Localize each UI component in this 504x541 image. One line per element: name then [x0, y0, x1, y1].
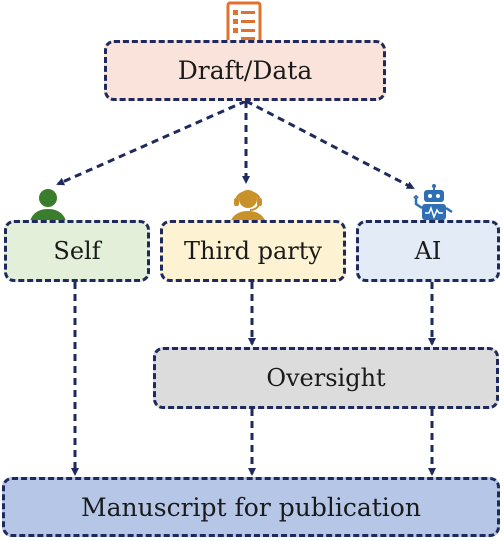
- third-party-node: Third party: [160, 220, 346, 282]
- oversight-node: Oversight: [153, 347, 499, 409]
- document-icon: [226, 1, 262, 47]
- self-label: Self: [53, 237, 101, 265]
- robot-icon: [413, 184, 453, 227]
- ai-label: AI: [414, 237, 442, 265]
- draft-data-node: Draft/Data: [104, 40, 386, 101]
- manuscript-node: Manuscript for publication: [2, 477, 500, 537]
- arrow-draft-to-self: [56, 99, 247, 186]
- third-party-label: Third party: [184, 237, 322, 265]
- manuscript-label: Manuscript for publication: [81, 492, 421, 522]
- arrow-draft-to-ai: [245, 99, 415, 190]
- oversight-label: Oversight: [266, 364, 386, 392]
- ai-node: AI: [356, 220, 500, 282]
- draft-data-label: Draft/Data: [177, 56, 313, 85]
- self-node: Self: [4, 220, 150, 282]
